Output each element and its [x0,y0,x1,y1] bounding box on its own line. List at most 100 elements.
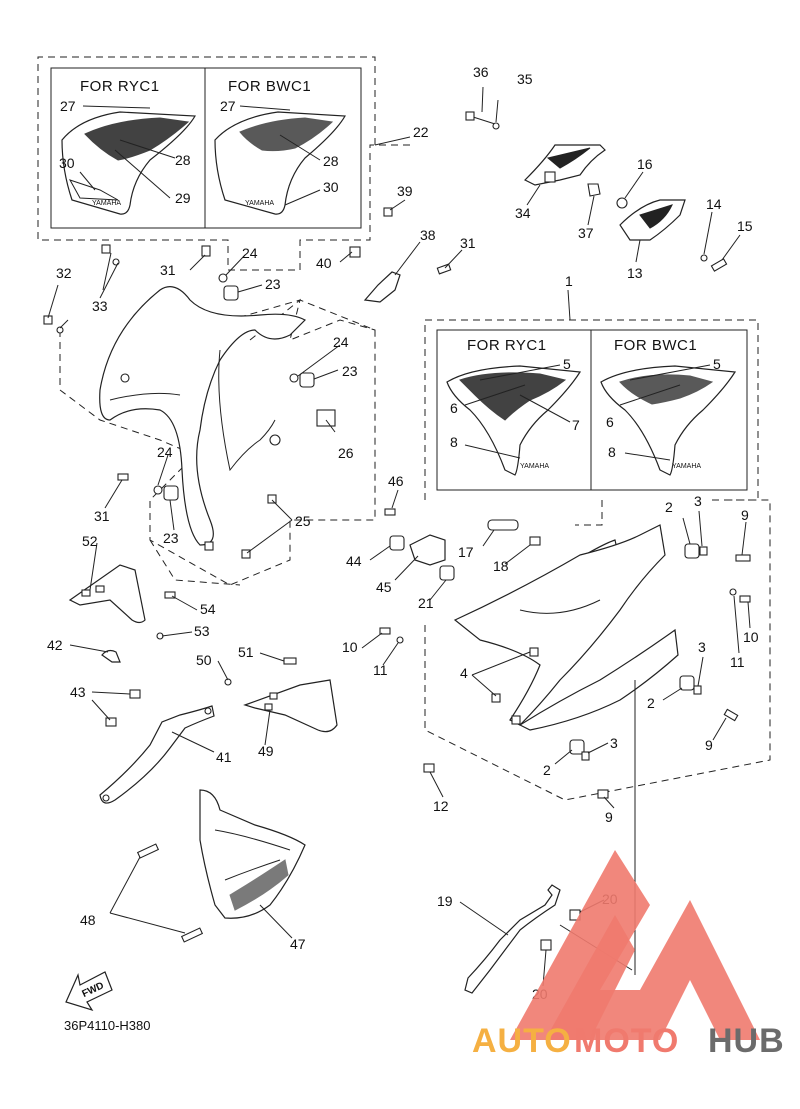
callout-9c: 9 [605,809,613,825]
side-cover-lower [453,524,679,731]
callout-21: 21 [418,595,434,611]
callout-39: 39 [397,183,413,199]
box-label-ryc1-lower: FOR RYC1 [467,337,547,354]
callout-10b: 10 [743,629,759,645]
callout-6: 6 [450,400,458,416]
callout-15: 15 [737,218,753,234]
callout-51: 51 [238,644,254,660]
bracket-52 [68,564,146,624]
callout-2: 2 [665,499,673,515]
callout-14: 14 [706,196,722,212]
callout-25: 25 [295,513,311,529]
callout-2c: 2 [543,762,551,778]
callout-46: 46 [388,473,404,489]
callout-42: 42 [47,637,63,653]
callout-7: 7 [572,417,580,433]
box-label-bwc1-upper: FOR BWC1 [228,78,311,95]
watermark-logo-icon [510,850,760,1040]
box-label-ryc1-upper: FOR RYC1 [80,78,160,95]
callout-24b: 24 [333,334,349,350]
fwd-arrow-icon: FWD [65,971,113,1012]
callout-43: 43 [70,684,86,700]
hardware [43,111,751,951]
callout-33: 33 [92,298,108,314]
callout-32: 32 [56,265,72,281]
callout-23: 23 [265,276,281,292]
callout-18: 18 [493,558,509,574]
callout-24: 24 [242,245,258,261]
box-label-bwc1-lower: FOR BWC1 [614,337,697,354]
callout-5: 5 [563,356,571,372]
callout-40: 40 [316,255,332,271]
callout-9: 9 [741,507,749,523]
callout-47: 47 [290,936,306,952]
watermark-auto: AUTO [472,1022,572,1060]
group-22-frame [37,56,410,271]
callout-19: 19 [437,893,453,909]
callout-41: 41 [216,749,232,765]
watermark-text: AUTO MOTO HUB [472,1022,785,1060]
callout-10: 10 [342,639,358,655]
callout-2b: 2 [647,695,655,711]
callout-3b: 3 [698,639,706,655]
callout-labels: 1 2 2 2 3 3 3 4 5 5 6 6 7 8 8 9 9 9 10 1… [47,64,759,1002]
callout-12: 12 [433,798,449,814]
callout-29: 29 [175,190,191,206]
decal-set-ryc1-lower: FOR RYC1 YAMAHA [446,337,582,476]
callout-49: 49 [258,743,274,759]
clip-42 [101,649,121,663]
callout-28: 28 [175,152,191,168]
callout-30b: 30 [323,179,339,195]
callout-9b: 9 [705,737,713,753]
stay-19 [464,884,561,994]
decal-brand-text-4: YAMAHA [672,463,701,470]
callout-1: 1 [565,273,573,289]
callout-27: 27 [60,98,76,114]
callout-28b: 28 [323,153,339,169]
decal-brand-text-3: YAMAHA [520,463,549,470]
panel-34 [523,144,606,186]
watermark-moto: MOTO [574,1022,679,1060]
side-cover-upper [99,286,306,546]
callout-31c: 31 [94,508,110,524]
panel-13 [619,199,686,241]
callout-17: 17 [458,544,474,560]
callout-13: 13 [627,265,643,281]
callout-31: 31 [460,235,476,251]
callout-27b: 27 [220,98,236,114]
callout-34: 34 [515,205,531,221]
callout-48: 48 [80,912,96,928]
watermark-hub: HUB [708,1022,785,1060]
callout-23b: 23 [342,363,358,379]
callout-3c: 3 [610,735,618,751]
callout-36: 36 [473,64,489,80]
callout-35: 35 [517,71,533,87]
callout-11b: 11 [730,654,745,670]
callout-6b: 6 [606,414,614,430]
callout-30: 30 [59,155,75,171]
decal-brand-text: YAMAHA [92,200,121,207]
callout-11: 11 [373,662,388,678]
decal-brand-text-2: YAMAHA [245,200,274,207]
callout-3: 3 [694,493,702,509]
callout-31b: 31 [160,262,176,278]
callout-50: 50 [196,652,212,668]
callout-4: 4 [460,665,468,681]
decal-set-bwc1-upper: FOR BWC1 YAMAHA [214,78,346,215]
callout-52: 52 [82,533,98,549]
under-cowl-47 [199,789,306,919]
callout-22: 22 [413,124,429,140]
bracket-41 [99,705,215,804]
callout-37: 37 [578,225,594,241]
callout-16: 16 [637,156,653,172]
callout-5b: 5 [713,356,721,372]
callout-53: 53 [194,623,210,639]
callout-26: 26 [338,445,354,461]
bracket-49 [243,679,338,733]
callout-45: 45 [376,579,392,595]
callout-8b: 8 [608,444,616,460]
callout-54: 54 [200,601,216,617]
callout-23c: 23 [163,530,179,546]
callout-44: 44 [346,553,362,569]
